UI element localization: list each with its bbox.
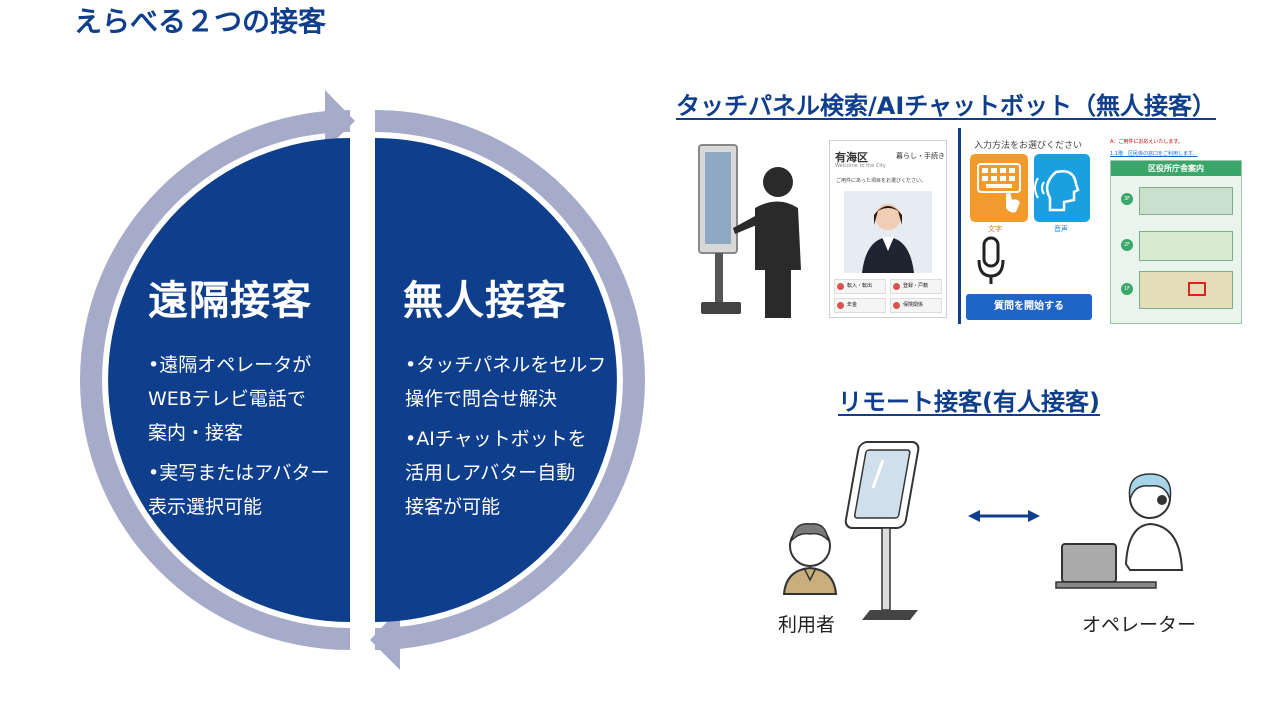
- text-input-button[interactable]: [970, 154, 1028, 222]
- highlight-marker: [1188, 282, 1206, 296]
- floor-1f-marker: 1F: [1121, 283, 1133, 295]
- ward-button-3-label: 年金: [847, 302, 858, 308]
- family-icon: [893, 283, 900, 290]
- floor-2f-marker: 2F: [1121, 239, 1133, 251]
- arrow-head-top: [325, 90, 355, 150]
- user-figure: [782, 523, 838, 595]
- ward-screen: 有海区 Welcome to the City 暮らし・手続き ご用件にあった項…: [829, 140, 947, 318]
- operator-figure: [1055, 473, 1184, 589]
- floor-2f-plan: [1139, 231, 1233, 261]
- screen-divider: [958, 128, 961, 324]
- floor-guide-screen: A：ご用件にお応えいたします。 1.1階 区民係の窓口をご利用します。 区役所庁…: [1110, 136, 1242, 324]
- floor-map: 区役所庁舎案内 3F 2F 1F: [1110, 160, 1242, 324]
- input-method-screen: 入力方法をお選びください 文字 音声 質問を開始する: [964, 134, 1094, 324]
- ward-sub: Welcome to the City: [835, 163, 886, 169]
- speaking-head-icon: [1034, 170, 1080, 212]
- input-prompt: 入力方法をお選びください: [974, 141, 1083, 151]
- floor-1f-plan: [1139, 271, 1233, 309]
- remote-bullet-2: •実写またはアバター 表示選択可能: [148, 462, 330, 518]
- ward-name: 有海区: [835, 151, 868, 164]
- remote-title: 遠隔接客: [148, 278, 312, 324]
- arrow-head-bottom: [370, 608, 400, 670]
- unmanned-bullet-2: •AIチャットボットを 活用しアバター自動 接客が可能: [405, 428, 587, 518]
- ward-button-3[interactable]: 年金: [834, 298, 886, 313]
- main-title: えらべる２つの接客: [73, 5, 326, 38]
- keypad-icon: [977, 163, 1021, 213]
- ward-button-1-label: 転入・転出: [847, 283, 873, 289]
- kiosk-photo: [698, 144, 801, 318]
- insurance-icon: [893, 302, 900, 309]
- connection-arrow-icon: [968, 510, 1040, 522]
- pension-icon: [837, 302, 844, 309]
- kiosk-stand: [844, 441, 920, 620]
- life-label: 暮らし・手続き: [896, 152, 945, 160]
- ward-prompt: ご用件にあった項目をお選びください。: [836, 178, 927, 184]
- voice-input-button[interactable]: [1034, 154, 1090, 222]
- ward-button-4[interactable]: 保険関係: [890, 298, 942, 313]
- voice-label: 音声: [1054, 225, 1068, 233]
- answer-line-1: A：ご用件にお応えいたします。: [1110, 139, 1183, 145]
- ward-button-1[interactable]: 転入・転出: [834, 279, 886, 294]
- remote-bullets: •遠隔オペレータが WEBテレビ電話で 案内・接客 •実写またはアバター 表示選…: [148, 348, 348, 530]
- unmanned-bullet-1: •タッチパネルをセルフ 操作で問合せ解決: [405, 354, 607, 410]
- remote-illustration: [782, 441, 1184, 620]
- move-icon: [837, 283, 844, 290]
- ward-button-grid: 転入・転出 登録・戸籍 年金 保険関係: [834, 279, 942, 313]
- ward-button-4-label: 保険関係: [903, 302, 924, 308]
- receptionist-photo: [844, 191, 932, 273]
- remote-section-title: リモート接客(有人接客): [838, 388, 1100, 416]
- floor-3f-marker: 3F: [1121, 193, 1133, 205]
- floor-3f-plan: [1139, 187, 1233, 215]
- ward-button-2[interactable]: 登録・戸籍: [890, 279, 942, 294]
- ward-button-2-label: 登録・戸籍: [903, 283, 929, 289]
- navy-left-half: [108, 138, 350, 622]
- touch-section-title: タッチパネル検索/AIチャットボット（無人接客）: [676, 92, 1217, 120]
- guide-title: 区役所庁舎案内: [1111, 161, 1241, 176]
- user-label: 利用者: [778, 614, 836, 636]
- unmanned-bullets: •タッチパネルをセルフ 操作で問合せ解決 •AIチャットボットを 活用しアバター…: [405, 348, 615, 530]
- operator-label: オペレーター: [1082, 614, 1197, 636]
- remote-bullet-1: •遠隔オペレータが WEBテレビ電話で 案内・接客: [148, 354, 312, 444]
- answer-line-2: 1.1階 区民係の窓口をご利用します。: [1110, 151, 1198, 157]
- start-question-button[interactable]: 質問を開始する: [966, 294, 1092, 320]
- unmanned-title: 無人接客: [403, 278, 567, 324]
- text-label: 文字: [988, 225, 1002, 233]
- navy-right-half: [375, 138, 617, 622]
- cycle-diagram: [80, 90, 645, 670]
- microphone-icon: [977, 236, 1005, 284]
